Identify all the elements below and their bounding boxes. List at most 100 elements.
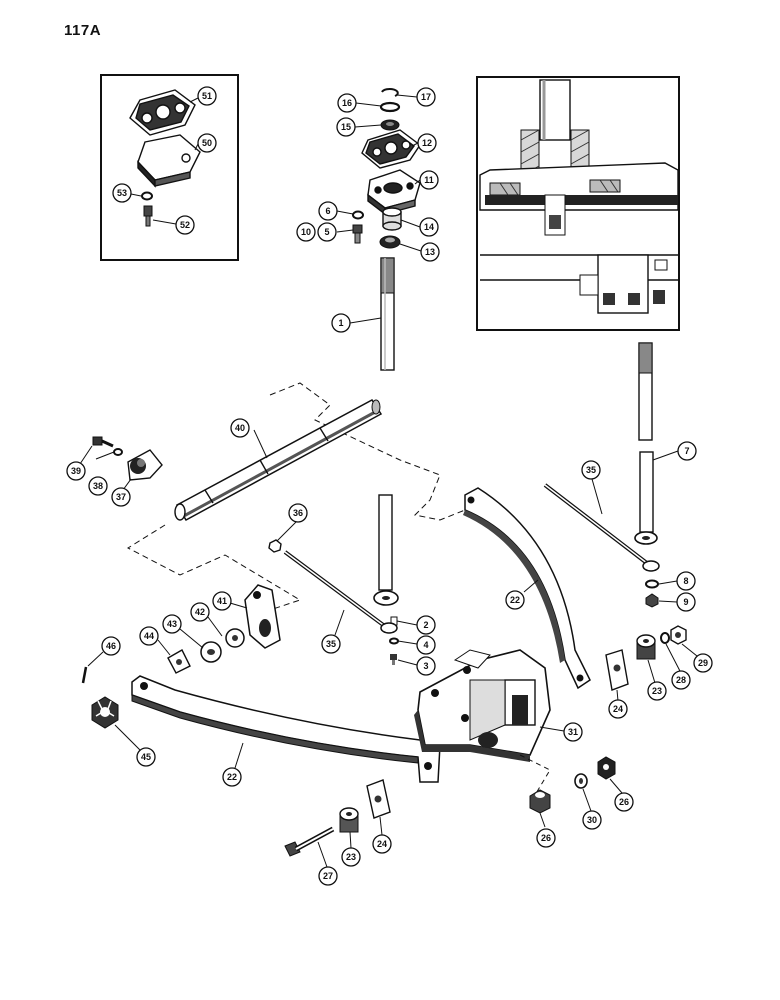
callout-number: 1 xyxy=(338,318,343,328)
callout-15: 15 xyxy=(336,117,356,137)
vertical-shaft-1 xyxy=(380,257,395,371)
washer-8 xyxy=(645,579,659,589)
capscrew-5 xyxy=(352,224,363,244)
callout-number: 40 xyxy=(235,423,245,433)
callout-40: 40 xyxy=(230,418,250,438)
callout-number: 35 xyxy=(586,465,596,475)
callout-36: 36 xyxy=(288,503,308,523)
callout-number: 37 xyxy=(116,492,126,502)
inset-box-cover-plate xyxy=(100,74,239,261)
callout-number: 52 xyxy=(180,220,190,230)
lock-washer-28 xyxy=(660,632,670,644)
inset-box-sectional-view xyxy=(476,76,680,331)
callout-number: 5 xyxy=(324,227,329,237)
callout-28: 28 xyxy=(671,670,691,690)
callout-52: 52 xyxy=(175,215,195,235)
callout-number: 16 xyxy=(342,98,352,108)
callout-number: 7 xyxy=(684,446,689,456)
bolt-27 xyxy=(284,826,335,857)
callout-number: 31 xyxy=(568,727,578,737)
cotter-pin-46 xyxy=(81,666,88,684)
nut-29 xyxy=(670,625,687,645)
callout-number: 28 xyxy=(676,675,686,685)
callout-number: 44 xyxy=(144,631,154,641)
lower-strap-22 xyxy=(131,675,441,783)
callout-5: 5 xyxy=(317,222,337,242)
callout-9: 9 xyxy=(676,592,696,612)
callout-number: 11 xyxy=(424,175,434,185)
spacer-24-lower xyxy=(366,779,391,819)
callout-35-left: 35 xyxy=(321,634,341,654)
cross-shaft-40 xyxy=(174,399,383,522)
clamp-bearing-37 xyxy=(79,436,163,491)
callout-26-left: 26 xyxy=(536,828,556,848)
callout-30: 30 xyxy=(582,810,602,830)
nut-26-right xyxy=(597,756,616,780)
lever-arm-41 xyxy=(229,584,281,649)
callout-number: 23 xyxy=(652,686,662,696)
callout-31: 31 xyxy=(563,722,583,742)
callout-2: 2 xyxy=(416,615,436,635)
callout-number: 30 xyxy=(587,815,597,825)
gasket-51 xyxy=(129,89,196,136)
callout-50: 50 xyxy=(197,133,217,153)
callout-7: 7 xyxy=(677,441,697,461)
curved-strap-22 xyxy=(463,487,591,690)
callout-number: 4 xyxy=(423,640,428,650)
callout-24-lower: 24 xyxy=(372,834,392,854)
callout-number: 2 xyxy=(423,620,428,630)
castle-nut-45 xyxy=(91,696,119,729)
callout-42: 42 xyxy=(190,602,210,622)
callout-4: 4 xyxy=(416,635,436,655)
callout-number: 42 xyxy=(195,607,205,617)
callout-number: 8 xyxy=(683,576,688,586)
callout-number: 17 xyxy=(421,92,431,102)
dashed-installation-path xyxy=(269,382,471,521)
callout-14: 14 xyxy=(419,217,439,237)
callout-29: 29 xyxy=(693,653,713,673)
callout-number: 26 xyxy=(619,797,629,807)
callout-46: 46 xyxy=(101,636,121,656)
callout-35-right: 35 xyxy=(581,460,601,480)
callout-number: 51 xyxy=(202,91,212,101)
spacer-44 xyxy=(167,649,191,674)
upper-parts-stack xyxy=(336,88,422,371)
center-shaft xyxy=(373,494,418,666)
lock-washer-38 xyxy=(113,448,123,456)
callout-45: 45 xyxy=(136,747,156,767)
callout-number: 53 xyxy=(117,188,127,198)
callout-number: 22 xyxy=(510,595,520,605)
callout-6: 6 xyxy=(318,201,338,221)
capscrew-39 xyxy=(92,436,114,448)
right-shaft-7 xyxy=(634,342,679,545)
bushing-14 xyxy=(382,207,402,231)
callout-43: 43 xyxy=(162,614,182,634)
callout-number: 6 xyxy=(325,206,330,216)
callout-10: 10 xyxy=(296,222,316,242)
callout-number: 23 xyxy=(346,852,356,862)
callout-number: 50 xyxy=(202,138,212,148)
bracket-31 xyxy=(414,649,565,762)
callout-26-right: 26 xyxy=(614,792,634,812)
nut-9 xyxy=(645,593,659,608)
callout-number: 13 xyxy=(425,247,435,257)
bushing-23-right xyxy=(636,634,656,660)
callout-number: 41 xyxy=(217,596,227,606)
callout-27: 27 xyxy=(318,866,338,886)
callout-51: 51 xyxy=(197,86,217,106)
callout-number: 39 xyxy=(71,466,81,476)
callout-number: 43 xyxy=(167,619,177,629)
callout-number: 15 xyxy=(341,122,351,132)
washer-4 xyxy=(389,637,399,645)
screw-3 xyxy=(390,654,397,665)
lock-washer-53 xyxy=(141,191,153,201)
washer-16 xyxy=(379,101,401,113)
callout-22-lower: 22 xyxy=(222,767,242,787)
callout-number: 24 xyxy=(613,704,623,714)
callout-number: 24 xyxy=(377,839,387,849)
callout-38: 38 xyxy=(88,476,108,496)
callout-number: 27 xyxy=(323,871,333,881)
callout-17: 17 xyxy=(416,87,436,107)
callout-number: 14 xyxy=(424,222,434,232)
